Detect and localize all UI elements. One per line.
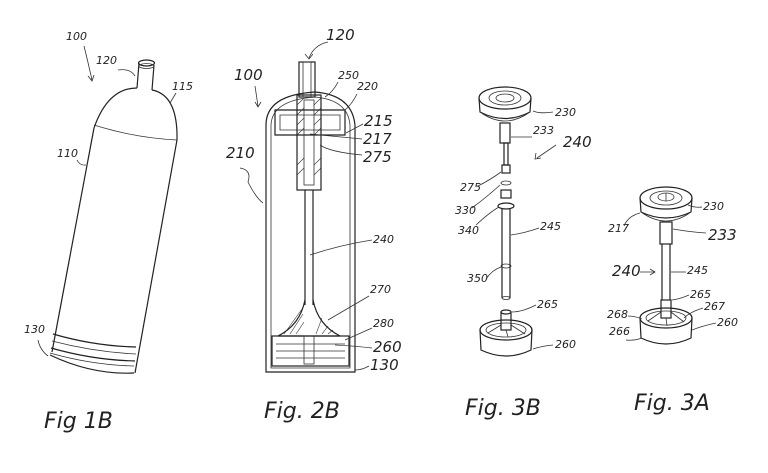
fig2b-label-210: 210 (226, 144, 264, 204)
ref-numeral: 240 (563, 133, 592, 151)
fig1b-label-115: 115 (169, 80, 193, 104)
fig3a-label-266: 266 (609, 325, 643, 341)
ref-numeral: 340 (458, 224, 479, 237)
ref-numeral: 266 (609, 325, 630, 338)
ref-numeral: 220 (357, 80, 378, 93)
ref-numeral: 267 (704, 300, 725, 313)
figure-2b: 120 100 250 220 215 217 275 210 (226, 26, 402, 424)
fig3a-label-265: 265 (671, 288, 711, 301)
fig1b-label-100: 100 (66, 30, 95, 82)
ref-numeral: 250 (338, 69, 359, 82)
fig3b-label-230: 230 (532, 106, 576, 119)
fig3a-label-233: 233 (672, 226, 737, 244)
fig3a-label-240: 240 (612, 262, 656, 280)
fig3b-label-340: 340 (458, 206, 500, 237)
fig2b-label-217: 217 (309, 130, 392, 148)
fig3b-label-260: 260 (532, 338, 576, 351)
fig3b-label-350: 350 (467, 266, 502, 285)
figure-caption: Fig. 3B (465, 396, 541, 421)
figure-1b: 100 120 115 110 130 Fig 1B (24, 30, 193, 434)
fig1b-label-130: 130 (24, 323, 49, 357)
ref-numeral: 275 (363, 148, 392, 166)
fig3b-label-233: 233 (511, 124, 554, 138)
figure-caption: Fig. 2B (264, 399, 340, 424)
fig3a-label-230: 230 (687, 200, 724, 213)
ref-numeral: 230 (555, 106, 576, 119)
fig3a-label-217: 217 (608, 212, 641, 235)
ref-numeral: 260 (717, 316, 738, 329)
fig3b-label-275: 275 (460, 171, 502, 194)
fig2b-label-250: 250 (324, 69, 359, 98)
fig2b-label-130: 130 (354, 356, 399, 374)
fig3a-label-268: 268 (607, 308, 643, 321)
fig2b-label-220: 220 (344, 80, 378, 111)
fig2b-label-270: 270 (327, 283, 391, 321)
ref-numeral: 260 (373, 338, 402, 356)
ref-numeral: 217 (363, 130, 392, 148)
ref-numeral: 217 (608, 222, 629, 235)
ref-numeral: 270 (370, 283, 391, 296)
ref-numeral: 268 (607, 308, 628, 321)
ref-numeral: 110 (57, 147, 78, 160)
figure-caption: Fig 1B (44, 409, 113, 434)
ref-numeral: 115 (172, 80, 193, 93)
figure-3b: 230 233 240 275 330 340 245 350 (455, 86, 592, 421)
ref-numeral: 215 (364, 112, 393, 130)
ref-numeral: 100 (234, 66, 263, 84)
ref-numeral: 233 (708, 226, 737, 244)
ref-numeral: 233 (533, 124, 554, 137)
fig1b-label-120: 120 (96, 54, 136, 77)
assembled-drawing (639, 186, 693, 345)
ref-numeral: 265 (537, 298, 558, 311)
fig3a-label-245: 245 (671, 264, 708, 277)
ref-numeral: 280 (373, 317, 394, 330)
ref-numeral: 245 (687, 264, 708, 277)
fig3b-label-240: 240 (534, 133, 592, 160)
ref-numeral: 130 (370, 356, 399, 374)
ref-numeral: 130 (24, 323, 45, 336)
fig2b-label-260: 260 (334, 338, 402, 356)
fig2b-label-215: 215 (345, 112, 393, 134)
ref-numeral: 275 (460, 181, 481, 194)
fig2b-label-100: 100 (234, 66, 263, 108)
exploded-drawing (478, 86, 533, 357)
ref-numeral: 120 (96, 54, 117, 67)
ref-numeral: 120 (326, 26, 355, 44)
bottle-drawing (49, 59, 178, 374)
fig3b-label-245: 245 (510, 220, 561, 236)
fig2b-label-275: 275 (319, 144, 392, 166)
figure-3a: 230 217 233 240 245 265 267 268 (607, 186, 738, 416)
fig3b-label-330: 330 (455, 184, 501, 217)
ref-numeral: 330 (455, 204, 476, 217)
ref-numeral: 245 (540, 220, 561, 233)
ref-numeral: 350 (467, 272, 488, 285)
ref-numeral: 240 (612, 262, 641, 280)
ref-numeral: 240 (373, 233, 394, 246)
fig3a-label-260: 260 (691, 316, 738, 331)
ref-numeral: 100 (66, 30, 87, 43)
ref-numeral: 265 (690, 288, 711, 301)
ref-numeral: 210 (226, 144, 255, 162)
ref-numeral: 260 (555, 338, 576, 351)
fig3b-label-265: 265 (511, 298, 558, 313)
ref-numeral: 230 (703, 200, 724, 213)
fig1b-label-110: 110 (57, 147, 87, 166)
fig2b-label-120: 120 (304, 26, 355, 60)
fig2b-label-280: 280 (344, 317, 394, 341)
section-drawing (265, 61, 356, 373)
figure-caption: Fig. 3A (634, 391, 710, 416)
fig2b-label-240: 240 (309, 233, 394, 256)
fig3a-label-267: 267 (683, 300, 725, 319)
